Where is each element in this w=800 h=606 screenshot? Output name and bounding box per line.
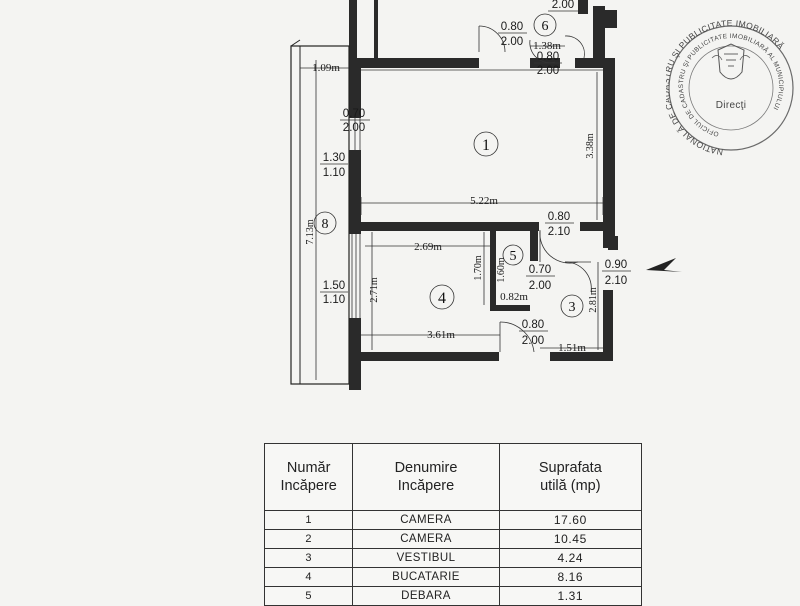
north-arrow-icon (646, 258, 682, 272)
dim-2-81: 2.81m (588, 287, 599, 313)
door-6b-width: 0.80 (537, 51, 559, 63)
room-labels: 1 3 4 5 6 8 (313, 13, 584, 318)
dim-7-13: 7.13m (305, 219, 316, 245)
room-name-cell: VESTIBUL (352, 548, 500, 568)
header-room-number: Număr Incăpere (263, 443, 354, 511)
door-3-height: 2.10 (605, 275, 627, 287)
door-1-width: 0.80 (548, 211, 570, 223)
door-4-width: 0.80 (522, 319, 544, 331)
door-4-height: 2.00 (522, 335, 544, 347)
table-row: 5 DEBARA 1.31 (263, 586, 643, 606)
door-left-height: 2.00 (343, 122, 365, 134)
opening-sizes: 2.00 0.80 2.00 0.80 2.00 0.70 2.00 1.30 … (320, 0, 631, 347)
room-name-cell: CAMERA (352, 510, 500, 530)
dim-2-69: 2.69m (414, 241, 442, 253)
door-size-top: 2.00 (552, 0, 574, 11)
door-6-height: 2.00 (501, 36, 523, 48)
header-room-name: Denumire Incăpere (352, 443, 500, 511)
room-number-cell: 2 (263, 529, 354, 549)
room-number-cell: 1 (263, 510, 354, 530)
door-6b-height: 2.00 (537, 65, 559, 77)
room-number-cell: 5 (263, 586, 354, 606)
dim-1-09: 1.09m (312, 62, 340, 74)
dim-3-38: 3.38m (585, 133, 596, 159)
room-name-cell: BUCATARIE (352, 567, 500, 587)
room-number-cell: 4 (263, 567, 354, 587)
dimension-labels: 1.09m 1.38m 5.22m 3.38m 2.69m 1.70m 1.60… (305, 40, 599, 354)
table-header-row: Număr Incăpere Denumire Incăpere Suprafa… (263, 443, 643, 511)
room-area-cell: 17.60 (498, 510, 643, 530)
room-area-cell: 8.16 (498, 567, 643, 587)
table-row: 4 BUCATARIE 8.16 (263, 567, 643, 587)
room-number-6: 6 (542, 19, 549, 34)
stamp-inner-text: OFICIUL DE CADASTRU ŞI PUBLICITATE IMOBI… (678, 33, 784, 137)
dim-0-82: 0.82m (500, 291, 528, 303)
svg-text:OFICIUL DE CADASTRU ŞI PUBLICI: OFICIUL DE CADASTRU ŞI PUBLICITATE IMOBI… (678, 33, 784, 137)
dim-3-61: 3.61m (427, 329, 455, 341)
room-number-1: 1 (482, 137, 490, 154)
dim-5-22: 5.22m (470, 195, 498, 207)
room-area-cell: 10.45 (498, 529, 643, 549)
door-3-width: 0.90 (605, 259, 627, 271)
dim-1-38: 1.38m (533, 40, 561, 52)
header-usable-area: Suprafata utilă (mp) (498, 443, 643, 511)
table-row: 1 CAMERA 17.60 (263, 510, 643, 530)
door-1-height: 2.10 (548, 226, 570, 238)
door-6-width: 0.80 (501, 21, 523, 33)
room-area-table: Număr Incăpere Denumire Incăpere Suprafa… (263, 443, 643, 606)
dim-2-71: 2.71m (369, 277, 380, 303)
room-name-cell: DEBARA (352, 586, 500, 606)
dim-1-60: 1.60m (496, 257, 507, 283)
room-number-5: 5 (510, 249, 517, 264)
dim-1-70: 1.70m (473, 255, 484, 281)
room-area-cell: 1.31 (498, 586, 643, 606)
door-5-width: 0.70 (529, 264, 551, 276)
cadastre-stamp: NATIONALĂ DE CADASTRU ŞI PUBLICITATE IMO… (666, 18, 794, 157)
room-number-cell: 3 (263, 548, 354, 568)
table-row: 2 CAMERA 10.45 (263, 529, 643, 549)
room-number-4: 4 (438, 290, 446, 307)
walls (290, 0, 618, 390)
window-2-width: 1.50 (323, 280, 345, 292)
door-5-height: 2.00 (529, 280, 551, 292)
table-row: 3 VESTIBUL 4.24 (263, 548, 643, 568)
floor-plan: 1 3 4 5 6 8 2.00 0.80 2.00 0.80 2.00 0.7… (290, 0, 682, 390)
room-number-3: 3 (569, 300, 576, 315)
room-number-8: 8 (322, 217, 329, 232)
window-1-width: 1.30 (323, 152, 345, 164)
room-area-cell: 4.24 (498, 548, 643, 568)
window-1-height: 1.10 (323, 167, 345, 179)
door-left-width: 0.70 (343, 108, 365, 120)
stamp-center-text: Direcţi (716, 100, 746, 111)
dim-1-51: 1.51m (558, 342, 586, 354)
window-2-height: 1.10 (323, 294, 345, 306)
door-swings (478, 25, 592, 353)
coat-of-arms-icon (711, 43, 751, 80)
dimension-lines (300, 45, 604, 380)
room-name-cell: CAMERA (352, 529, 500, 549)
